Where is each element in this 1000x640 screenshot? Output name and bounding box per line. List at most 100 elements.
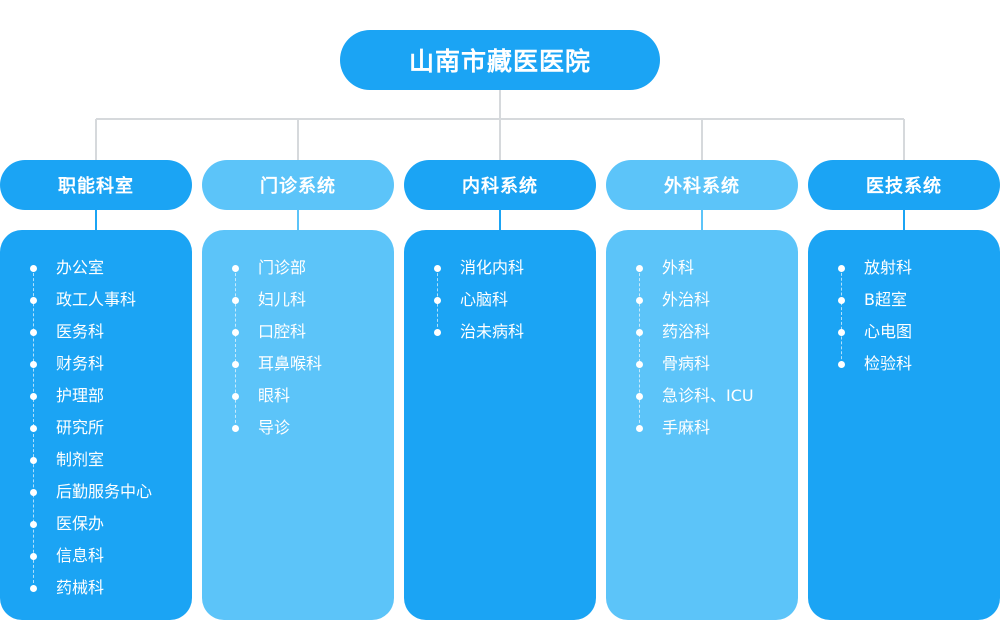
sub-department-item: 研究所: [0, 412, 192, 444]
sub-department-label: 眼科: [258, 386, 291, 405]
bullet-dot-icon: [434, 329, 441, 336]
sub-department-label: 口腔科: [258, 322, 307, 341]
sub-department-label: 骨病科: [662, 354, 711, 373]
bullet-dot-icon: [30, 457, 37, 464]
bullet-dot-icon: [30, 297, 37, 304]
bullet-dot-icon: [434, 297, 441, 304]
sub-department-label: 办公室: [56, 258, 105, 277]
bullet-dot-icon: [636, 425, 643, 432]
sub-department-label: 导诊: [258, 418, 291, 437]
bullet-dot-icon: [434, 265, 441, 272]
sub-department-label: B超室: [864, 290, 907, 309]
sub-department-item: B超室: [808, 284, 1000, 316]
sub-department-item: 眼科: [202, 380, 394, 412]
bullet-dot-icon: [30, 329, 37, 336]
sub-department-item: 检验科: [808, 348, 1000, 380]
sub-department-item: 财务科: [0, 348, 192, 380]
sub-department-label: 放射科: [864, 258, 913, 277]
bullet-dot-icon: [232, 393, 239, 400]
sub-department-label: 医务科: [56, 322, 105, 341]
sub-department-label: 外科: [662, 258, 695, 277]
bullet-dot-icon: [232, 265, 239, 272]
bullet-dot-icon: [232, 297, 239, 304]
bullet-rail-line: [639, 268, 640, 428]
sub-department-item: 口腔科: [202, 316, 394, 348]
bullet-dot-icon: [30, 553, 37, 560]
sub-department-label: 后勤服务中心: [56, 482, 153, 501]
sub-department-item: 耳鼻喉科: [202, 348, 394, 380]
sub-department-item: 制剂室: [0, 444, 192, 476]
department-panel: 办公室政工人事科医务科财务科护理部研究所制剂室后勤服务中心医保办信息科药械科: [0, 230, 192, 620]
sub-department-item: 信息科: [0, 540, 192, 572]
bullet-dot-icon: [30, 585, 37, 592]
sub-department-item: 心脑科: [404, 284, 596, 316]
department-header: 职能科室: [0, 160, 192, 210]
sub-department-list: 门诊部妇儿科口腔科耳鼻喉科眼科导诊: [202, 252, 394, 444]
bullet-dot-icon: [636, 361, 643, 368]
sub-department-item: 医务科: [0, 316, 192, 348]
bullet-dot-icon: [30, 521, 37, 528]
sub-department-item: 医保办: [0, 508, 192, 540]
root-node-hospital: 山南市藏医医院: [340, 30, 660, 90]
bullet-dot-icon: [636, 297, 643, 304]
sub-department-item: 后勤服务中心: [0, 476, 192, 508]
bullet-rail-line: [841, 268, 842, 364]
bullet-dot-icon: [636, 393, 643, 400]
sub-department-list: 办公室政工人事科医务科财务科护理部研究所制剂室后勤服务中心医保办信息科药械科: [0, 252, 192, 604]
department-header: 内科系统: [404, 160, 596, 210]
sub-department-label: 消化内科: [460, 258, 525, 277]
bullet-dot-icon: [232, 329, 239, 336]
bullet-dot-icon: [232, 361, 239, 368]
sub-department-label: 研究所: [56, 418, 105, 437]
sub-department-label: 治未病科: [460, 322, 525, 341]
sub-department-label: 手麻科: [662, 418, 711, 437]
sub-department-label: 药浴科: [662, 322, 711, 341]
department-column: 职能科室办公室政工人事科医务科财务科护理部研究所制剂室后勤服务中心医保办信息科药…: [0, 160, 192, 620]
sub-department-list: 消化内科心脑科治未病科: [404, 252, 596, 348]
department-panel: 消化内科心脑科治未病科: [404, 230, 596, 620]
sub-department-label: 制剂室: [56, 450, 105, 469]
department-column: 门诊系统门诊部妇儿科口腔科耳鼻喉科眼科导诊: [202, 160, 394, 620]
bullet-dot-icon: [30, 393, 37, 400]
sub-department-item: 骨病科: [606, 348, 798, 380]
sub-department-item: 急诊科、ICU: [606, 380, 798, 412]
sub-department-item: 药浴科: [606, 316, 798, 348]
bullet-dot-icon: [838, 265, 845, 272]
bullet-dot-icon: [838, 329, 845, 336]
sub-department-list: 外科外治科药浴科骨病科急诊科、ICU 手麻科: [606, 252, 798, 444]
sub-department-label: 外治科: [662, 290, 711, 309]
bullet-dot-icon: [30, 425, 37, 432]
bullet-dot-icon: [232, 425, 239, 432]
sub-department-label: 医保办: [56, 514, 105, 533]
sub-department-item: 治未病科: [404, 316, 596, 348]
sub-department-item: 导诊: [202, 412, 394, 444]
sub-department-item: 妇儿科: [202, 284, 394, 316]
sub-department-item: 门诊部: [202, 252, 394, 284]
bullet-dot-icon: [30, 489, 37, 496]
sub-department-item: 药械科: [0, 572, 192, 604]
sub-department-label: 妇儿科: [258, 290, 307, 309]
sub-department-label: 检验科: [864, 354, 913, 373]
sub-department-item: 办公室: [0, 252, 192, 284]
department-header: 门诊系统: [202, 160, 394, 210]
sub-department-label: 心脑科: [460, 290, 509, 309]
sub-department-item: 外治科: [606, 284, 798, 316]
sub-department-label: 信息科: [56, 546, 105, 565]
department-column: 内科系统消化内科心脑科治未病科: [404, 160, 596, 620]
sub-department-label: 政工人事科: [56, 290, 137, 309]
department-panel: 门诊部妇儿科口腔科耳鼻喉科眼科导诊: [202, 230, 394, 620]
sub-department-item: 消化内科: [404, 252, 596, 284]
department-panel: 外科外治科药浴科骨病科急诊科、ICU 手麻科: [606, 230, 798, 620]
bullet-dot-icon: [636, 265, 643, 272]
sub-department-label: 急诊科、ICU: [662, 386, 754, 405]
bullet-dot-icon: [636, 329, 643, 336]
sub-department-label: 财务科: [56, 354, 105, 373]
bullet-rail-line: [235, 268, 236, 428]
sub-department-item: 手麻科: [606, 412, 798, 444]
sub-department-label: 护理部: [56, 386, 105, 405]
sub-department-item: 政工人事科: [0, 284, 192, 316]
